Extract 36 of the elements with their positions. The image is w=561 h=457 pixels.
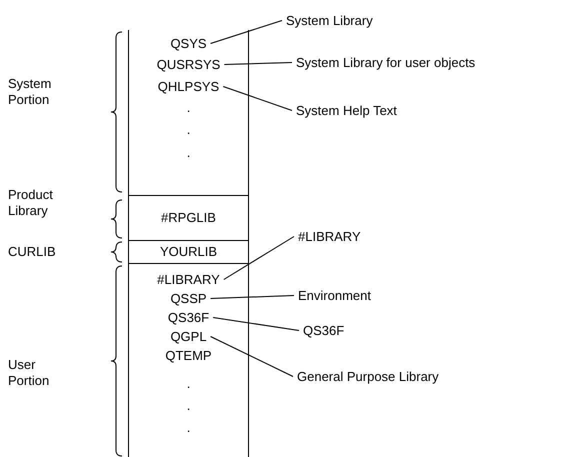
- annotation-text: QS36F: [303, 323, 344, 338]
- leader-line: [222, 86, 292, 111]
- ellipsis-dot: .: [186, 122, 190, 137]
- leader-line: [212, 317, 300, 331]
- library-name: QS36F: [168, 310, 210, 325]
- library-box: #RPGLIB: [128, 195, 249, 241]
- annotation-text: #LIBRARY: [298, 229, 361, 244]
- ellipsis-dot: .: [186, 376, 190, 391]
- leader-line: [210, 295, 294, 299]
- library-name: QSYS: [170, 36, 207, 51]
- leader-line: [223, 236, 294, 280]
- section-label: System Portion: [8, 76, 52, 108]
- library-box: YOURLIB: [128, 240, 249, 264]
- library-name: #LIBRARY: [157, 272, 220, 287]
- ellipsis-dot: .: [186, 420, 190, 435]
- annotation-text: General Purpose Library: [297, 369, 439, 384]
- annotation-text: System Library for user objects: [296, 55, 476, 70]
- library-name: QTEMP: [165, 348, 212, 363]
- section-label: CURLIB: [8, 244, 57, 260]
- ellipsis-dot: .: [186, 100, 190, 115]
- ellipsis-dot: .: [186, 398, 190, 413]
- section-box: [128, 30, 249, 196]
- leader-line: [224, 62, 292, 65]
- annotation-text: System Help Text: [296, 103, 397, 118]
- leader-line: [210, 20, 282, 44]
- annotation-text: System Library: [286, 13, 373, 28]
- leader-line: [210, 336, 294, 377]
- library-name: QHLPSYS: [158, 79, 220, 94]
- annotation-text: Environment: [298, 288, 371, 303]
- library-name: QUSRSYS: [156, 57, 220, 72]
- ellipsis-dot: .: [186, 145, 190, 160]
- library-name: QGPL: [170, 329, 207, 344]
- section-box: [128, 263, 249, 457]
- library-name: QSSP: [170, 291, 207, 306]
- section-label: Product Library: [8, 187, 54, 219]
- section-label: User Portion: [8, 357, 50, 389]
